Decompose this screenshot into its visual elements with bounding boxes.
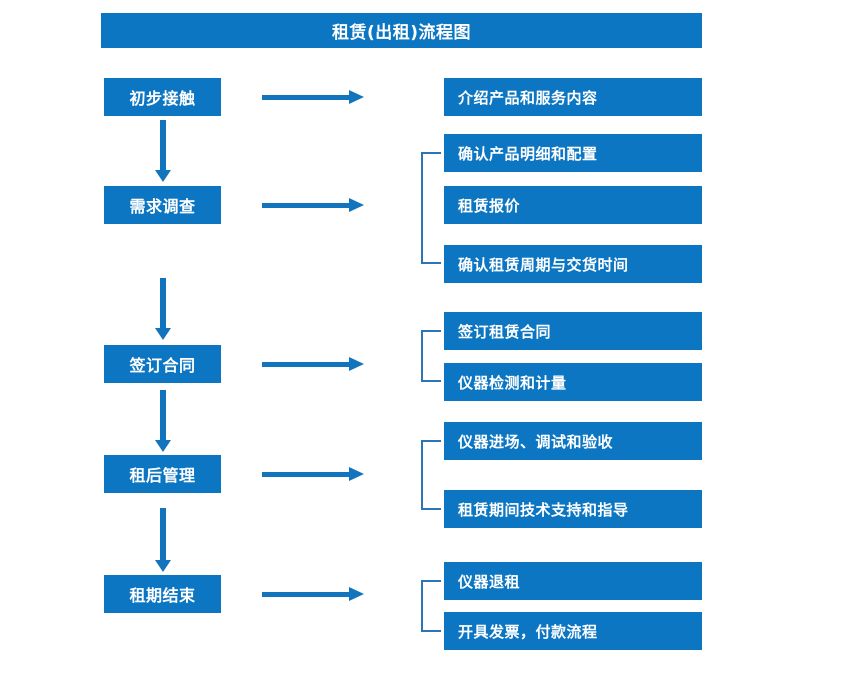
horizontal-arrow-5 [262,586,364,602]
arrow-shaft [160,278,166,328]
detail-box-10[interactable]: 开具发票，付款流程 [444,612,702,650]
detail-box-9[interactable]: 仪器退租 [444,562,702,600]
arrow-head-icon [349,587,364,601]
arrow-shaft [262,472,350,477]
detail-box-4[interactable]: 确认租赁周期与交货时间 [444,245,702,283]
arrow-head-icon [349,357,364,371]
arrow-shaft [160,390,166,440]
arrow-head-icon [349,467,364,481]
stage-box-4[interactable]: 租后管理 [104,455,221,493]
arrow-head-icon [155,170,171,182]
stage-box-3[interactable]: 签订合同 [104,345,221,383]
arrow-shaft [262,95,350,100]
vertical-arrow-2 [155,278,171,340]
arrow-shaft [160,120,166,170]
horizontal-arrow-1 [262,89,364,105]
vertical-arrow-4 [155,508,171,572]
bracket-connector-2 [421,330,441,382]
horizontal-arrow-3 [262,356,364,372]
stage-box-1[interactable]: 初步接触 [104,78,221,116]
detail-box-1[interactable]: 介绍产品和服务内容 [444,78,702,116]
stage-box-5[interactable]: 租期结束 [104,575,221,613]
arrow-head-icon [155,560,171,572]
arrow-head-icon [349,198,364,212]
arrow-head-icon [155,440,171,452]
bracket-connector-1 [421,152,441,264]
stage-box-2[interactable]: 需求调查 [104,186,221,224]
bracket-connector-3 [421,440,441,510]
detail-box-5[interactable]: 签订租赁合同 [444,312,702,350]
arrow-shaft [262,203,350,208]
arrow-shaft [262,592,350,597]
horizontal-arrow-4 [262,466,364,482]
vertical-arrow-1 [155,120,171,182]
detail-box-2[interactable]: 确认产品明细和配置 [444,134,702,172]
page-title: 租赁(出租)流程图 [101,13,702,48]
arrow-shaft [160,508,166,560]
arrow-head-icon [155,328,171,340]
detail-box-7[interactable]: 仪器进场、调试和验收 [444,422,702,460]
detail-box-6[interactable]: 仪器检测和计量 [444,363,702,401]
arrow-head-icon [349,90,364,104]
arrow-shaft [262,362,350,367]
vertical-arrow-3 [155,390,171,452]
detail-box-3[interactable]: 租赁报价 [444,186,702,224]
horizontal-arrow-2 [262,197,364,213]
detail-box-8[interactable]: 租赁期间技术支持和指导 [444,490,702,528]
bracket-connector-4 [421,580,441,632]
